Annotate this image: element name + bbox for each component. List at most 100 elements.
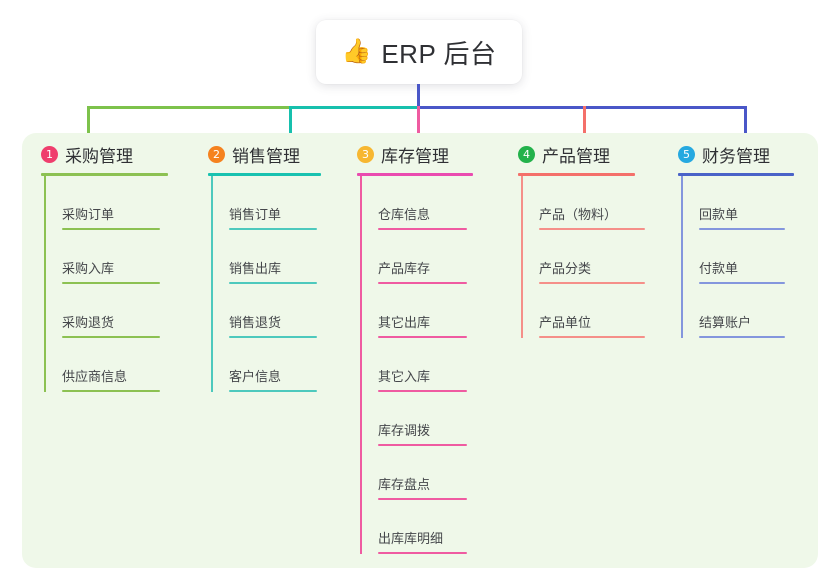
leaf-item[interactable]: 库存盘点 [360, 446, 499, 500]
leaf-item[interactable]: 出库库明细 [360, 500, 499, 554]
branch-header-1[interactable]: 1 采购管理 [41, 142, 189, 173]
leaf-list: 采购订单采购入库采购退货供应商信息 [41, 176, 189, 392]
leaf-item[interactable]: 库存调拨 [360, 392, 499, 446]
leaf-item-label: 库存调拨 [378, 423, 431, 438]
leaf-item-label: 采购订单 [62, 207, 115, 222]
leaf-item-label: 库存盘点 [378, 477, 431, 492]
leaf-item-underline [378, 228, 467, 230]
leaf-item-label: 产品（物料） [539, 207, 618, 222]
leaf-item-label: 出库库明细 [378, 531, 444, 546]
leaf-item[interactable]: 采购订单 [44, 176, 189, 230]
leaf-item-underline [229, 228, 317, 230]
branch-title: 销售管理 [232, 147, 300, 166]
thumbs-up-icon: 👍 [341, 38, 372, 65]
leaf-item-label: 客户信息 [229, 369, 282, 384]
branch-underline [678, 173, 794, 176]
column-list: 1 采购管理采购订单采购入库采购退货供应商信息 2 销售管理销售订单销售出库销售退货客… [22, 133, 818, 568]
leaf-item-label: 供应商信息 [62, 369, 128, 384]
connector-drop-col4 [583, 106, 586, 137]
leaf-item[interactable]: 付款单 [681, 230, 804, 284]
leaf-list: 仓库信息产品库存其它出库其它入库库存调拨库存盘点出库库明细 [357, 176, 499, 554]
leaf-item[interactable]: 销售出库 [211, 230, 338, 284]
branch-badge-number: 1 [41, 146, 58, 163]
leaf-item-underline [378, 552, 467, 554]
leaf-item-label: 付款单 [699, 261, 739, 276]
leaf-item[interactable]: 产品库存 [360, 230, 499, 284]
branch-header-2[interactable]: 2 销售管理 [208, 142, 338, 173]
connector-drop-col1 [87, 106, 90, 137]
leaf-item-underline [229, 390, 317, 392]
leaf-spine [44, 176, 46, 392]
leaf-item-underline [699, 282, 785, 284]
leaf-item-underline [62, 282, 160, 284]
leaf-list: 回款单付款单结算账户 [678, 176, 804, 338]
leaf-item-underline [378, 498, 467, 500]
branch-header-3[interactable]: 3 库存管理 [357, 142, 499, 173]
leaf-item-underline [62, 228, 160, 230]
leaf-item[interactable]: 产品（物料） [521, 176, 659, 230]
root-node[interactable]: 👍 ERP 后台 [316, 20, 522, 84]
leaf-item-label: 结算账户 [699, 315, 752, 330]
leaf-item-underline [378, 390, 467, 392]
branch-badge-number: 3 [357, 146, 374, 163]
leaf-item[interactable]: 回款单 [681, 176, 804, 230]
leaf-item-label: 产品库存 [378, 261, 431, 276]
leaf-item[interactable]: 销售退货 [211, 284, 338, 338]
leaf-item[interactable]: 产品分类 [521, 230, 659, 284]
branch-underline [518, 173, 635, 176]
branch-underline [41, 173, 168, 176]
leaf-item[interactable]: 其它入库 [360, 338, 499, 392]
connector-drop-col5 [744, 106, 747, 137]
leaf-item-underline [378, 282, 467, 284]
leaf-item[interactable]: 供应商信息 [44, 338, 189, 392]
branch-badge-number: 2 [208, 146, 225, 163]
branch-title: 库存管理 [381, 147, 449, 166]
leaf-item-underline [699, 228, 785, 230]
leaf-item[interactable]: 产品单位 [521, 284, 659, 338]
branch-title: 产品管理 [542, 147, 610, 166]
leaf-item-label: 其它出库 [378, 315, 431, 330]
branch-title: 财务管理 [702, 147, 770, 166]
leaf-item[interactable]: 结算账户 [681, 284, 804, 338]
leaf-item-label: 产品分类 [539, 261, 592, 276]
branch-column-3: 3 库存管理仓库信息产品库存其它出库其它入库库存调拨库存盘点出库库明细 [338, 133, 499, 554]
branch-title: 采购管理 [65, 147, 133, 166]
connector-drop-col3 [417, 106, 420, 137]
leaf-spine [521, 176, 523, 338]
leaf-item[interactable]: 采购退货 [44, 284, 189, 338]
leaf-item-label: 其它入库 [378, 369, 431, 384]
branch-column-2: 2 销售管理销售订单销售出库销售退货客户信息 [189, 133, 338, 392]
leaf-item[interactable]: 销售订单 [211, 176, 338, 230]
leaf-item-label: 产品单位 [539, 315, 592, 330]
connector-bus-teal [289, 106, 420, 109]
leaf-spine [360, 176, 362, 554]
leaf-item[interactable]: 采购入库 [44, 230, 189, 284]
branch-underline [357, 173, 473, 176]
branch-column-1: 1 采购管理采购订单采购入库采购退货供应商信息 [22, 133, 189, 392]
leaf-spine [211, 176, 213, 392]
diagram-panel [22, 133, 818, 568]
leaf-item-label: 采购入库 [62, 261, 115, 276]
leaf-item-label: 销售出库 [229, 261, 282, 276]
leaf-item-label: 采购退货 [62, 315, 115, 330]
leaf-item-underline [539, 336, 645, 338]
leaf-item[interactable]: 仓库信息 [360, 176, 499, 230]
leaf-item[interactable]: 客户信息 [211, 338, 338, 392]
leaf-item-label: 销售订单 [229, 207, 282, 222]
leaf-list: 产品（物料） 产品分类产品单位 [518, 176, 659, 338]
leaf-item-label: 仓库信息 [378, 207, 431, 222]
leaf-item-underline [699, 336, 785, 338]
leaf-item-label: 回款单 [699, 207, 739, 222]
connector-drop-col2 [289, 106, 292, 137]
leaf-item[interactable]: 其它出库 [360, 284, 499, 338]
leaf-item-underline [229, 336, 317, 338]
leaf-item-underline [378, 444, 467, 446]
root-node-title: ERP 后台 [381, 38, 497, 69]
leaf-list: 销售订单销售出库销售退货客户信息 [208, 176, 338, 392]
branch-underline [208, 173, 321, 176]
